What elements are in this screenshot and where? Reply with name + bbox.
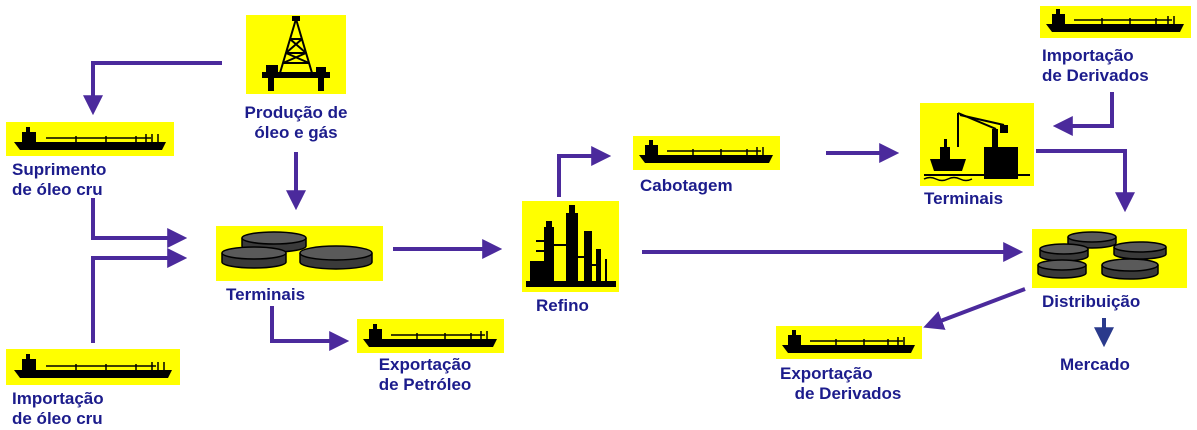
arrow-terminais-to-distribuicao [1036, 149, 1135, 213]
tanker-ship-icon [639, 140, 773, 163]
importacao-derivados-label-line2: de Derivados [1042, 66, 1149, 85]
cabotagem-label: Cabotagem [640, 176, 733, 195]
tanker-ship-icon [1046, 9, 1184, 32]
producao-label-line2: óleo e gás [254, 123, 338, 142]
importacao-derivados-label-line1: Importação [1042, 46, 1134, 65]
suprimento-icon-box [6, 122, 174, 156]
exportacao-petroleo-label-line1: Exportação [378, 355, 472, 374]
suprimento-label: Suprimento de óleo cru [12, 160, 106, 200]
arrow-importacao-derivados-to-terminais [1052, 92, 1114, 136]
exportacao-derivados-label: Exportação de Derivados [768, 364, 928, 404]
tanker-ship-icon [782, 330, 915, 353]
terminais-1-icon-box [216, 226, 383, 281]
arrow-refino-to-cabotagem [557, 146, 612, 197]
arrow-producao-to-suprimento [83, 61, 222, 116]
distribuicao-icon-box [1032, 229, 1187, 288]
suprimento-label-line2: de óleo cru [12, 180, 103, 199]
importacao-derivados-icon-box [1040, 6, 1191, 38]
suprimento-label-line1: Suprimento [12, 160, 107, 179]
exportacao-derivados-label-line2: de Derivados [794, 384, 902, 403]
arrow-importacao-to-terminais [91, 248, 188, 343]
exportacao-petroleo-label-line2: de Petróleo [378, 375, 472, 394]
tanker-ship-icon [14, 354, 172, 378]
terminais-2-label: Terminais [924, 189, 1004, 208]
oil-rig-icon [262, 16, 330, 91]
storage-tanks-icon [221, 231, 373, 270]
importacao-cru-icon-box [6, 349, 180, 385]
exportacao-petroleo-label: Exportação de Petróleo [350, 355, 500, 395]
refino-label: Refino [536, 296, 589, 315]
arrow-terminais-to-exportacao [270, 306, 350, 351]
storage-tanks-icon [1037, 231, 1167, 280]
exportacao-derivados-label-line1: Exportação [780, 364, 873, 383]
importacao-derivados-label: Importação de Derivados [1042, 46, 1149, 86]
tanker-ship-icon [363, 324, 497, 347]
cabotagem-icon-box [633, 136, 780, 170]
refinery-icon [526, 205, 616, 287]
exportacao-petroleo-icon-box [357, 319, 504, 353]
exportacao-derivados-icon-box [776, 326, 922, 359]
producao-label-line1: Produção de [244, 103, 348, 122]
terminais-1-label: Terminais [226, 285, 306, 304]
producao-icon-box [246, 15, 346, 94]
producao-label: Produção de óleo e gás [236, 103, 356, 143]
terminais-2-icon-box [920, 103, 1034, 186]
importacao-cru-label: Importação de óleo cru [12, 389, 104, 429]
arrow-suprimento-to-terminais [91, 198, 188, 248]
distribuicao-label: Distribuição [1042, 292, 1141, 311]
importacao-cru-label-line1: Importação [12, 389, 104, 408]
tanker-ship-icon [14, 127, 166, 150]
importacao-cru-label-line2: de óleo cru [12, 409, 103, 428]
arrow-distribuicao-to-exportacao [923, 287, 1026, 330]
refino-icon-box [522, 201, 619, 292]
mercado-label: Mercado [1060, 355, 1130, 374]
port-crane-icon [923, 112, 1030, 182]
